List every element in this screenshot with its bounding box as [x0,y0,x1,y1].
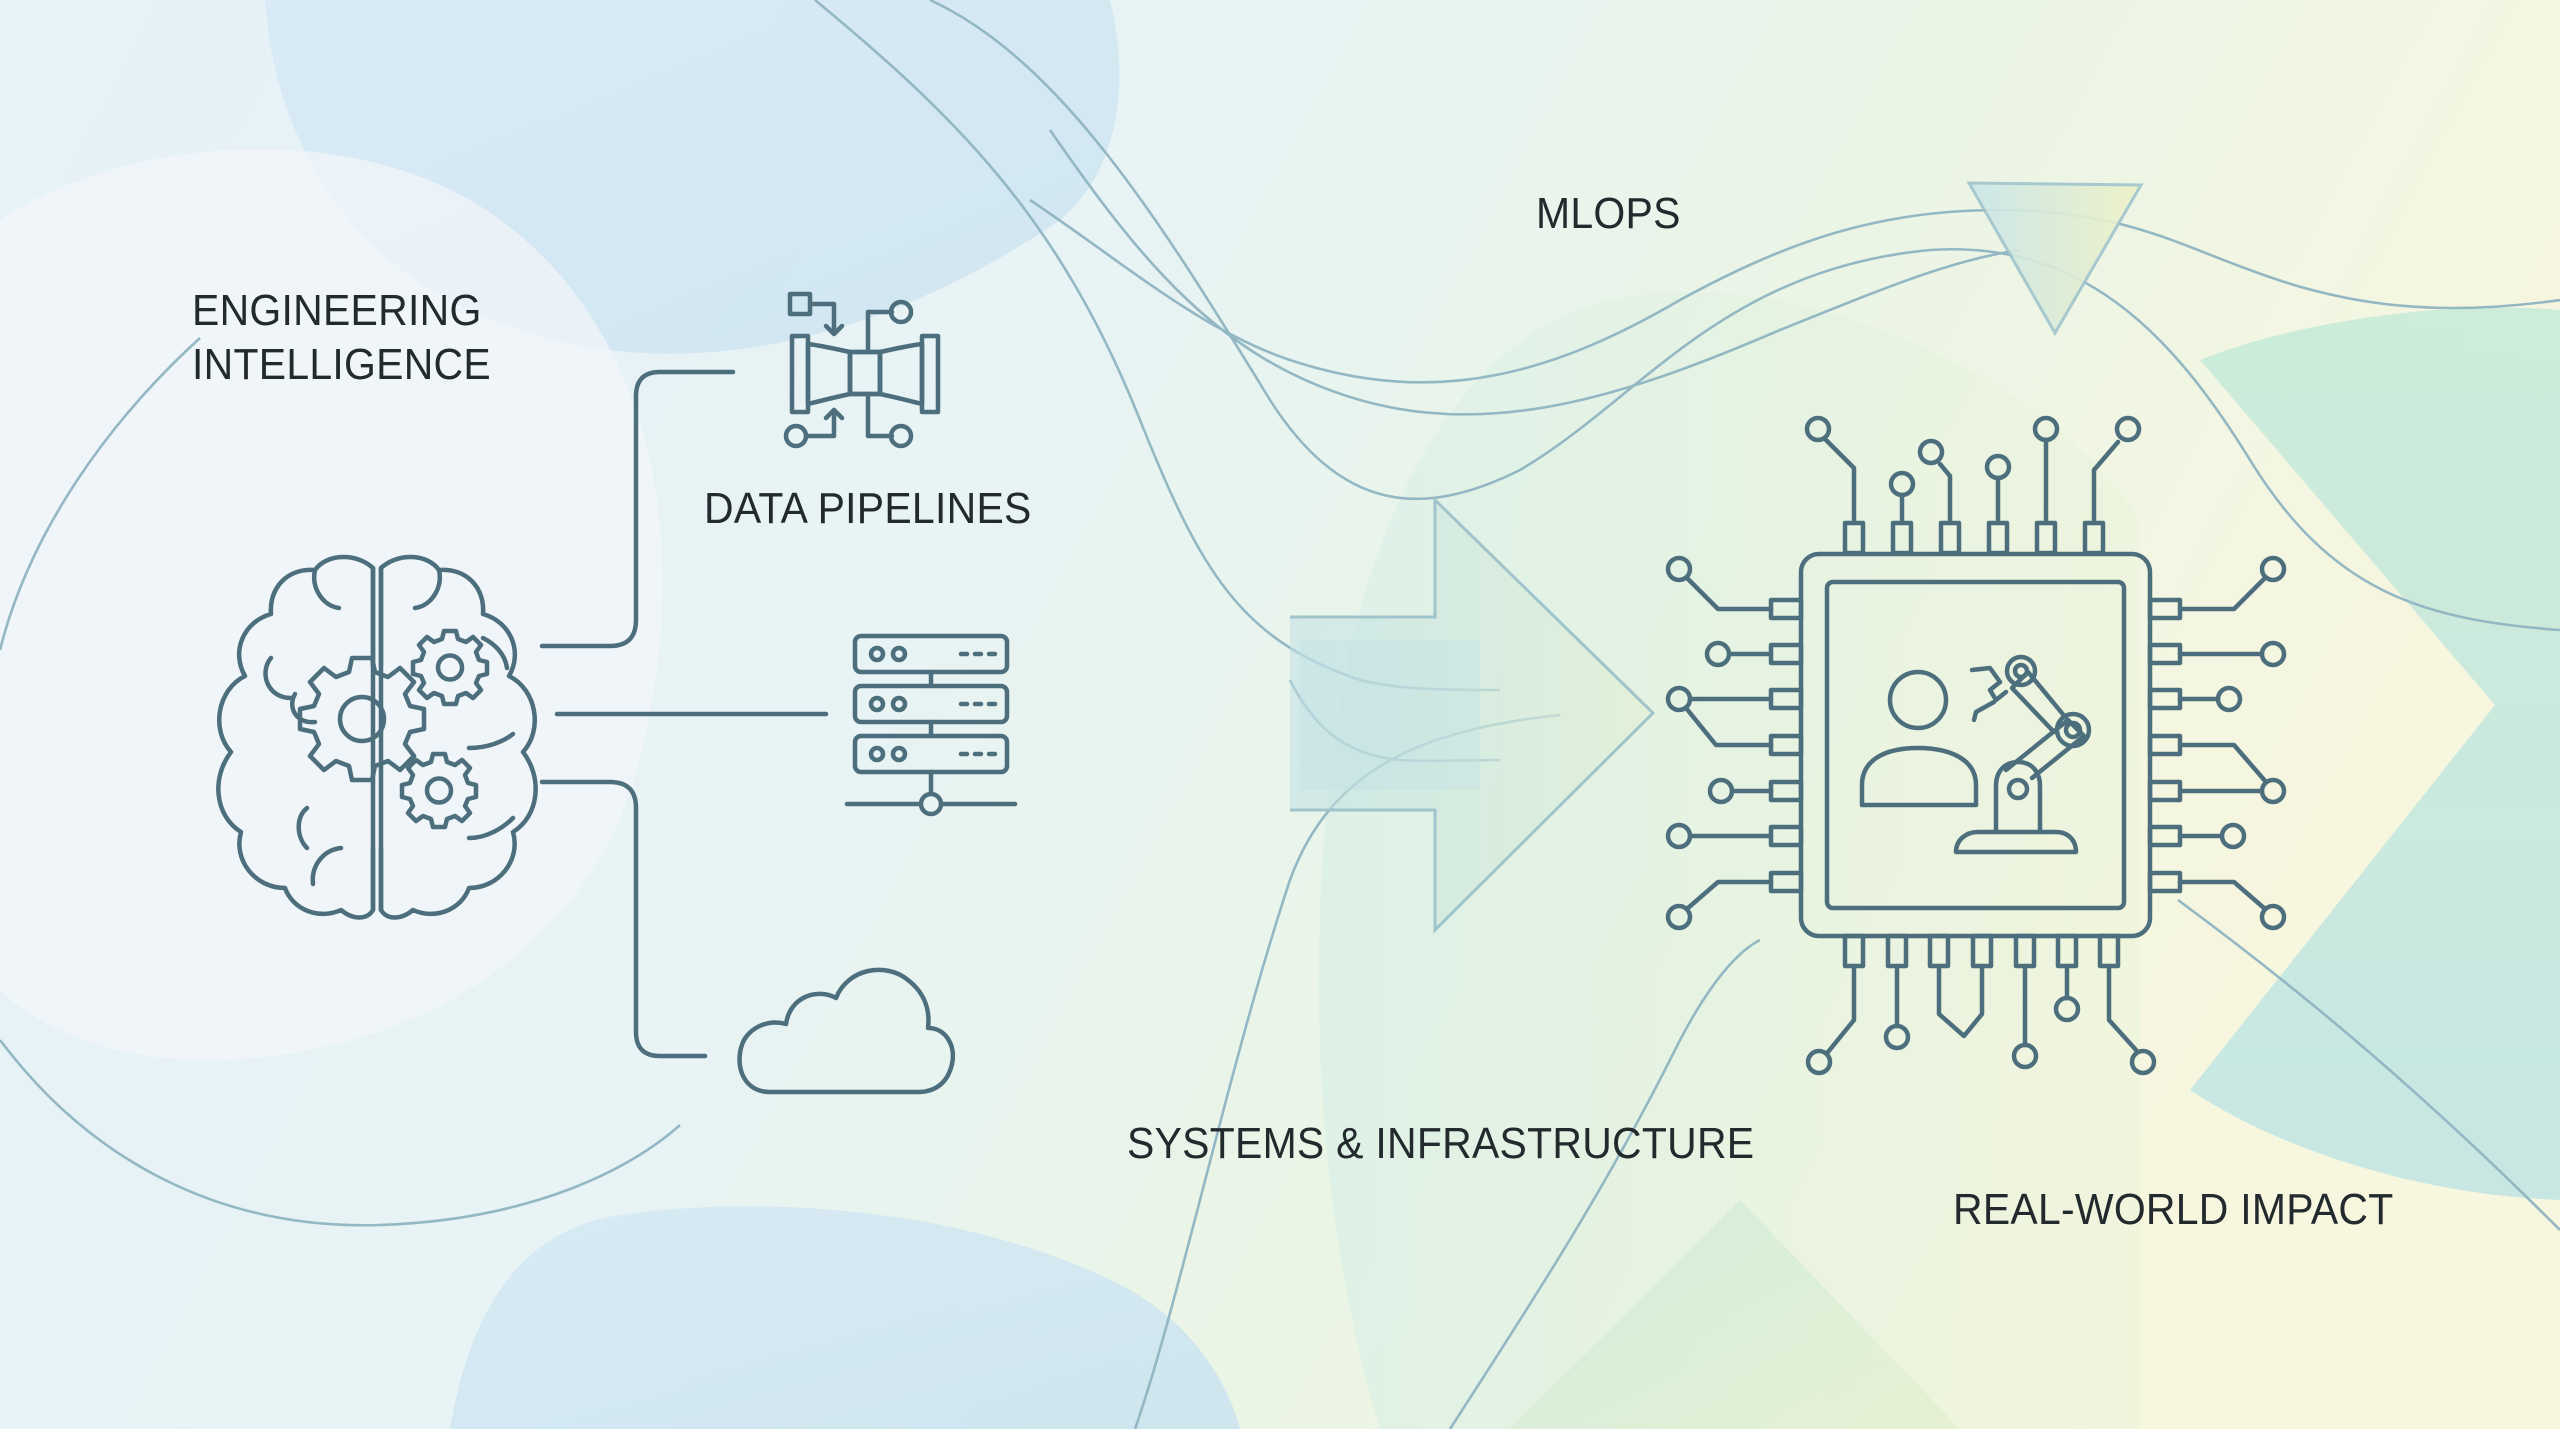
flow-line-3 [1029,198,2560,384]
connector-brain-to-pipeline [539,369,736,649]
gear-small-top-icon [410,628,490,707]
ai-chip-human-robot-icon [1665,415,2287,1076]
cloud-icon [737,967,956,1095]
label-data-pipelines: DATA PIPELINES [704,484,1032,533]
background-teal-shape-right [2190,307,2560,1200]
flow-line-9 [2177,898,2560,1231]
triangle-down-icon [1966,181,2144,337]
chip-left-pins [1665,555,1804,931]
gear-large-icon [297,655,427,783]
flow-line-2 [929,0,2560,632]
background-triangle-bottom [1510,1200,1960,1429]
chip-right-pins [2147,555,2287,931]
chip-body [1798,551,2153,939]
label-engineering-intelligence: ENGINEERING INTELLIGENCE [192,284,491,392]
label-engineering-line-2: INTELLIGENCE [192,340,491,389]
background-green-area [1318,292,2140,1429]
server-unit-2 [852,683,1010,725]
label-mlops: MLOPS [1536,189,1681,238]
connector-brain-to-cloud [539,779,708,1059]
flow-line-5 [0,337,201,651]
server-rack-icon [844,633,1018,817]
robotic-arm-icon [1953,654,2092,855]
data-pipeline-icon [783,291,941,449]
label-systems-infrastructure: SYSTEMS & INFRASTRUCTURE [1127,1119,1755,1168]
chip-bottom-pins [1805,933,2157,1076]
person-icon [1859,669,1979,808]
background-blob-bottom [450,1206,1240,1429]
label-engineering-line-1: ENGINEERING [192,286,482,335]
chip-top-pins [1804,415,2142,556]
flow-line-6 [0,1039,681,1227]
flow-line-8 [1448,938,1761,1429]
label-real-world-impact: REAL-WORLD IMPACT [1953,1185,2394,1234]
brain-gears-icon [216,554,538,920]
large-arrow-right-icon [1290,496,1656,934]
chip-inner-frame [1824,579,2127,911]
gear-small-bottom-icon [399,751,479,830]
server-unit-1 [852,633,1010,675]
server-unit-3 [852,733,1010,775]
flow-line-4 [1048,129,2021,416]
